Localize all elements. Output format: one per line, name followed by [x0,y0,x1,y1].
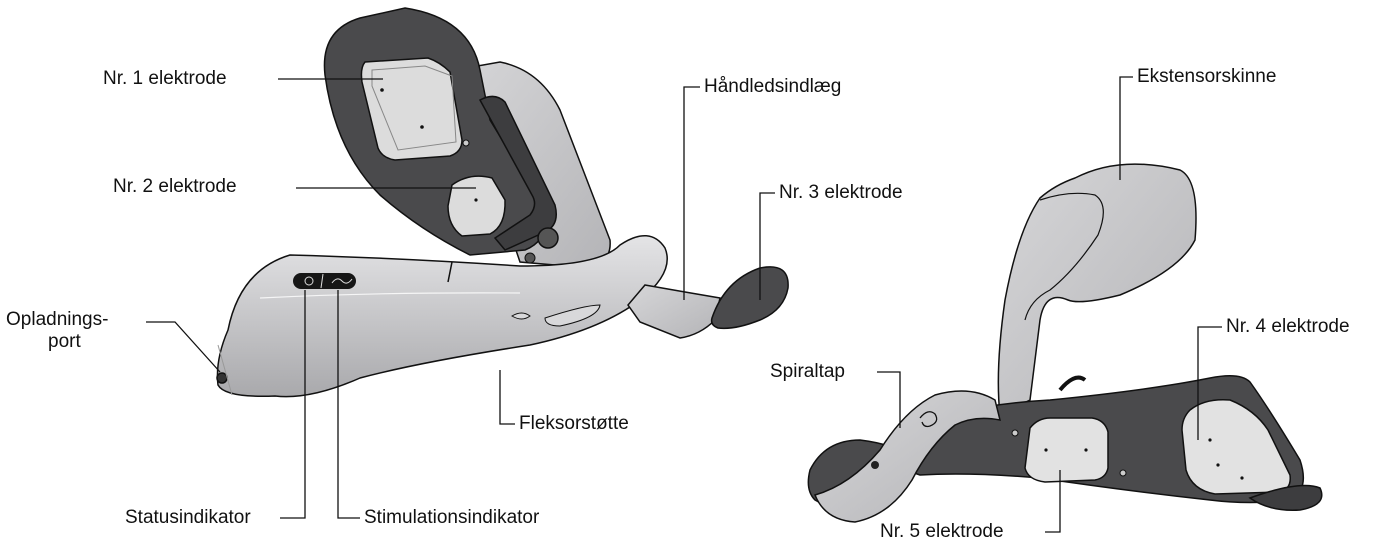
flexor-support-shell [217,236,667,397]
indicator-panel [293,273,356,289]
electrode-3-pad [712,267,789,328]
label-charging-port-line1: Opladnings- [6,309,108,331]
label-electrode-1: Nr. 1 elektrode [103,68,227,90]
label-electrode-4: Nr. 4 elektrode [1226,316,1350,338]
left-device [217,8,788,397]
leader-flexor-support [500,370,515,424]
label-status-indicator: Statusindikator [125,507,251,529]
label-charging-port-line2: port [48,331,81,353]
leader-spiral-pin [877,372,900,428]
leader-wrist-insert [684,87,700,300]
label-electrode-2: Nr. 2 elektrode [113,176,237,198]
label-electrode-3: Nr. 3 elektrode [779,182,903,204]
leader-charging-port [146,322,220,372]
label-spiral-pin: Spiraltap [770,361,845,383]
right-device [808,164,1321,522]
electrode-2-pad [448,176,505,236]
label-stimulation-indicator: Stimulationsindikator [364,507,539,529]
label-electrode-5: Nr. 5 elektrode [880,521,1004,543]
label-extensor-splint: Ekstensorskinne [1137,66,1276,88]
electrode-1-pad [361,58,462,160]
wrist-extension [628,285,720,338]
label-flexor-support: Fleksorstøtte [519,413,629,435]
label-wrist-insert: Håndledsindlæg [704,76,841,98]
charging-port [217,373,227,383]
electrode-5-pad [1025,418,1108,482]
extensor-splint [998,164,1196,415]
